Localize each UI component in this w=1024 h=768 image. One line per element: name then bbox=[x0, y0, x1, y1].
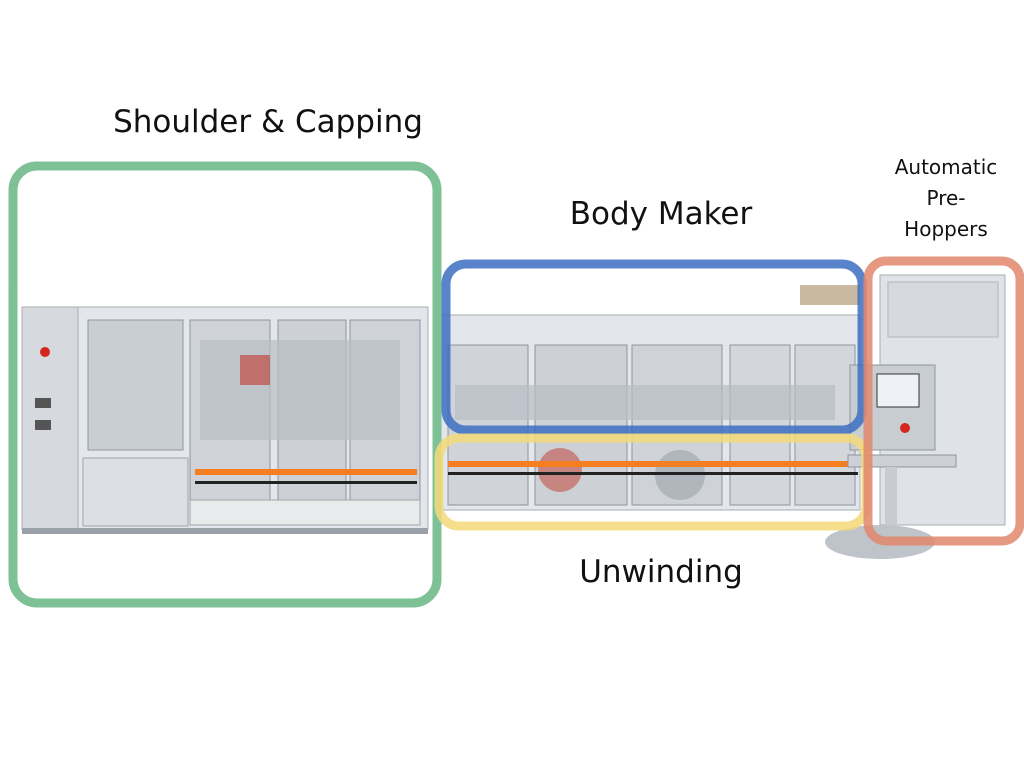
shoulder-capping-label: Shoulder & Capping bbox=[113, 104, 423, 140]
shoulder-capping-box bbox=[8, 161, 442, 608]
body-maker-box bbox=[441, 259, 867, 435]
unwinding-label: Unwinding bbox=[579, 554, 743, 590]
pre-hoppers-label-line1: Automatic bbox=[894, 155, 998, 179]
pre-hoppers-box bbox=[863, 256, 1024, 546]
pre-hoppers-label: Automatic Pre- Hoppers bbox=[895, 152, 998, 245]
pre-hoppers-label-line3: Hoppers bbox=[904, 217, 988, 241]
body-maker-label: Body Maker bbox=[569, 196, 753, 232]
shoulder-capping-machine bbox=[21, 306, 429, 534]
body-maker-machine bbox=[439, 314, 861, 511]
pre-hoppers-label-line2: Pre- bbox=[926, 186, 966, 210]
